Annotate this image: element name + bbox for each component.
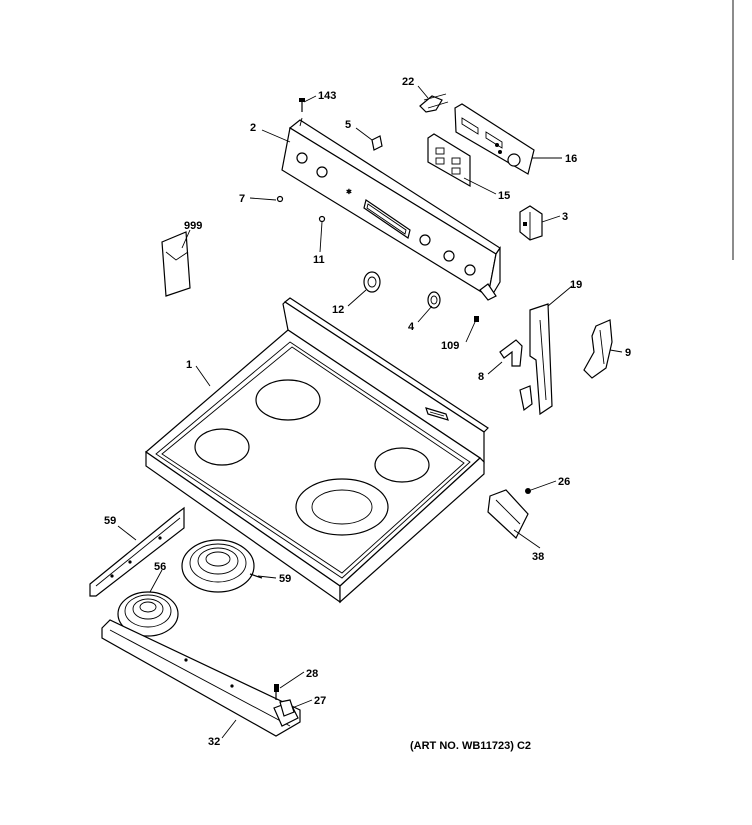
callout-19: 19 <box>570 279 582 291</box>
callout-9: 9 <box>625 347 631 359</box>
control-panel: ✱ <box>281 117 501 301</box>
callout-7: 7 <box>239 193 245 205</box>
burner-element-56 <box>117 591 179 637</box>
art-number: (ART NO. WB11723) C2 <box>410 740 531 752</box>
screw-11 <box>318 215 326 223</box>
callout-3: 3 <box>562 211 568 223</box>
knob-12 <box>363 271 381 293</box>
callout-999: 999 <box>184 220 202 232</box>
clip-5 <box>371 135 383 151</box>
callout-59-rail: 59 <box>104 515 116 527</box>
callout-38: 38 <box>532 551 544 563</box>
support-rail-32 <box>101 619 301 737</box>
callout-5: 5 <box>345 119 351 131</box>
callout-28: 28 <box>306 668 318 680</box>
nut-109 <box>474 316 479 322</box>
hinge-9 <box>583 319 613 379</box>
callout-2: 2 <box>250 122 256 134</box>
bracket-8 <box>499 339 523 367</box>
callout-143: 143 <box>318 90 336 102</box>
callout-59-burner: 59 <box>279 573 291 585</box>
screw-26 <box>525 488 531 494</box>
callout-26: 26 <box>558 476 570 488</box>
callout-15: 15 <box>498 190 510 202</box>
screw-7 <box>276 195 284 203</box>
cover-38 <box>487 489 529 539</box>
bracket-19 <box>519 303 553 416</box>
callout-16: 16 <box>565 153 577 165</box>
cooktop-assembly <box>145 297 489 604</box>
leader-lines <box>117 85 623 739</box>
callout-4: 4 <box>408 321 415 333</box>
wire-harness-22 <box>419 93 449 113</box>
callout-1: 1 <box>186 359 192 371</box>
callout-12: 12 <box>332 304 344 316</box>
screw-28 <box>274 684 279 700</box>
callout-56: 56 <box>154 561 166 573</box>
literature-999 <box>161 231 191 297</box>
terminal-block-3 <box>519 205 543 241</box>
svg-text:✱: ✱ <box>346 188 352 196</box>
control-board-16 <box>454 103 535 175</box>
clip-27 <box>279 699 295 717</box>
callout-109: 109 <box>441 340 459 352</box>
callout-32: 32 <box>208 736 220 748</box>
callout-8: 8 <box>478 371 484 383</box>
knob-4 <box>427 291 441 309</box>
callout-labels: 143 22 2 5 16 15 7 3 999 11 12 4 19 109 … <box>104 76 631 748</box>
screw-143 <box>299 98 305 112</box>
burner-element-59 <box>181 539 263 593</box>
switch-panel-15 <box>427 133 471 188</box>
callout-11: 11 <box>313 254 325 266</box>
callout-27: 27 <box>314 695 326 707</box>
callout-22: 22 <box>402 76 414 88</box>
rail-59 <box>89 506 185 597</box>
